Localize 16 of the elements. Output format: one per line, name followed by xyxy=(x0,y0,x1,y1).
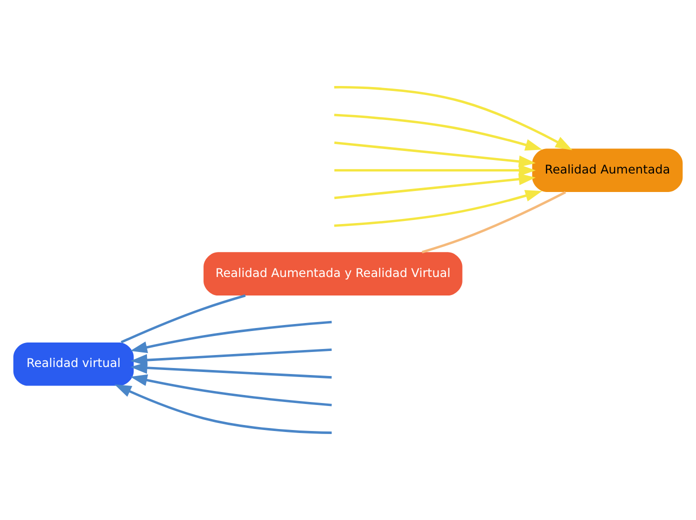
arrow xyxy=(130,348,332,374)
arrow xyxy=(130,320,332,354)
arrow xyxy=(334,141,536,176)
arrow xyxy=(334,156,536,186)
node-box: Realidad virtual xyxy=(13,342,134,386)
arrow xyxy=(334,86,572,150)
node-box: Realidad Aumentada xyxy=(532,148,683,192)
arrow xyxy=(130,354,332,379)
arrow xyxy=(334,164,536,200)
arrow xyxy=(114,384,332,434)
arrow xyxy=(130,374,332,406)
arrow xyxy=(334,114,542,151)
node-box: Realidad Aumentada y Realidad Virtual xyxy=(204,252,462,296)
connector xyxy=(120,294,246,344)
arrow xyxy=(334,190,542,227)
connector xyxy=(422,191,566,254)
